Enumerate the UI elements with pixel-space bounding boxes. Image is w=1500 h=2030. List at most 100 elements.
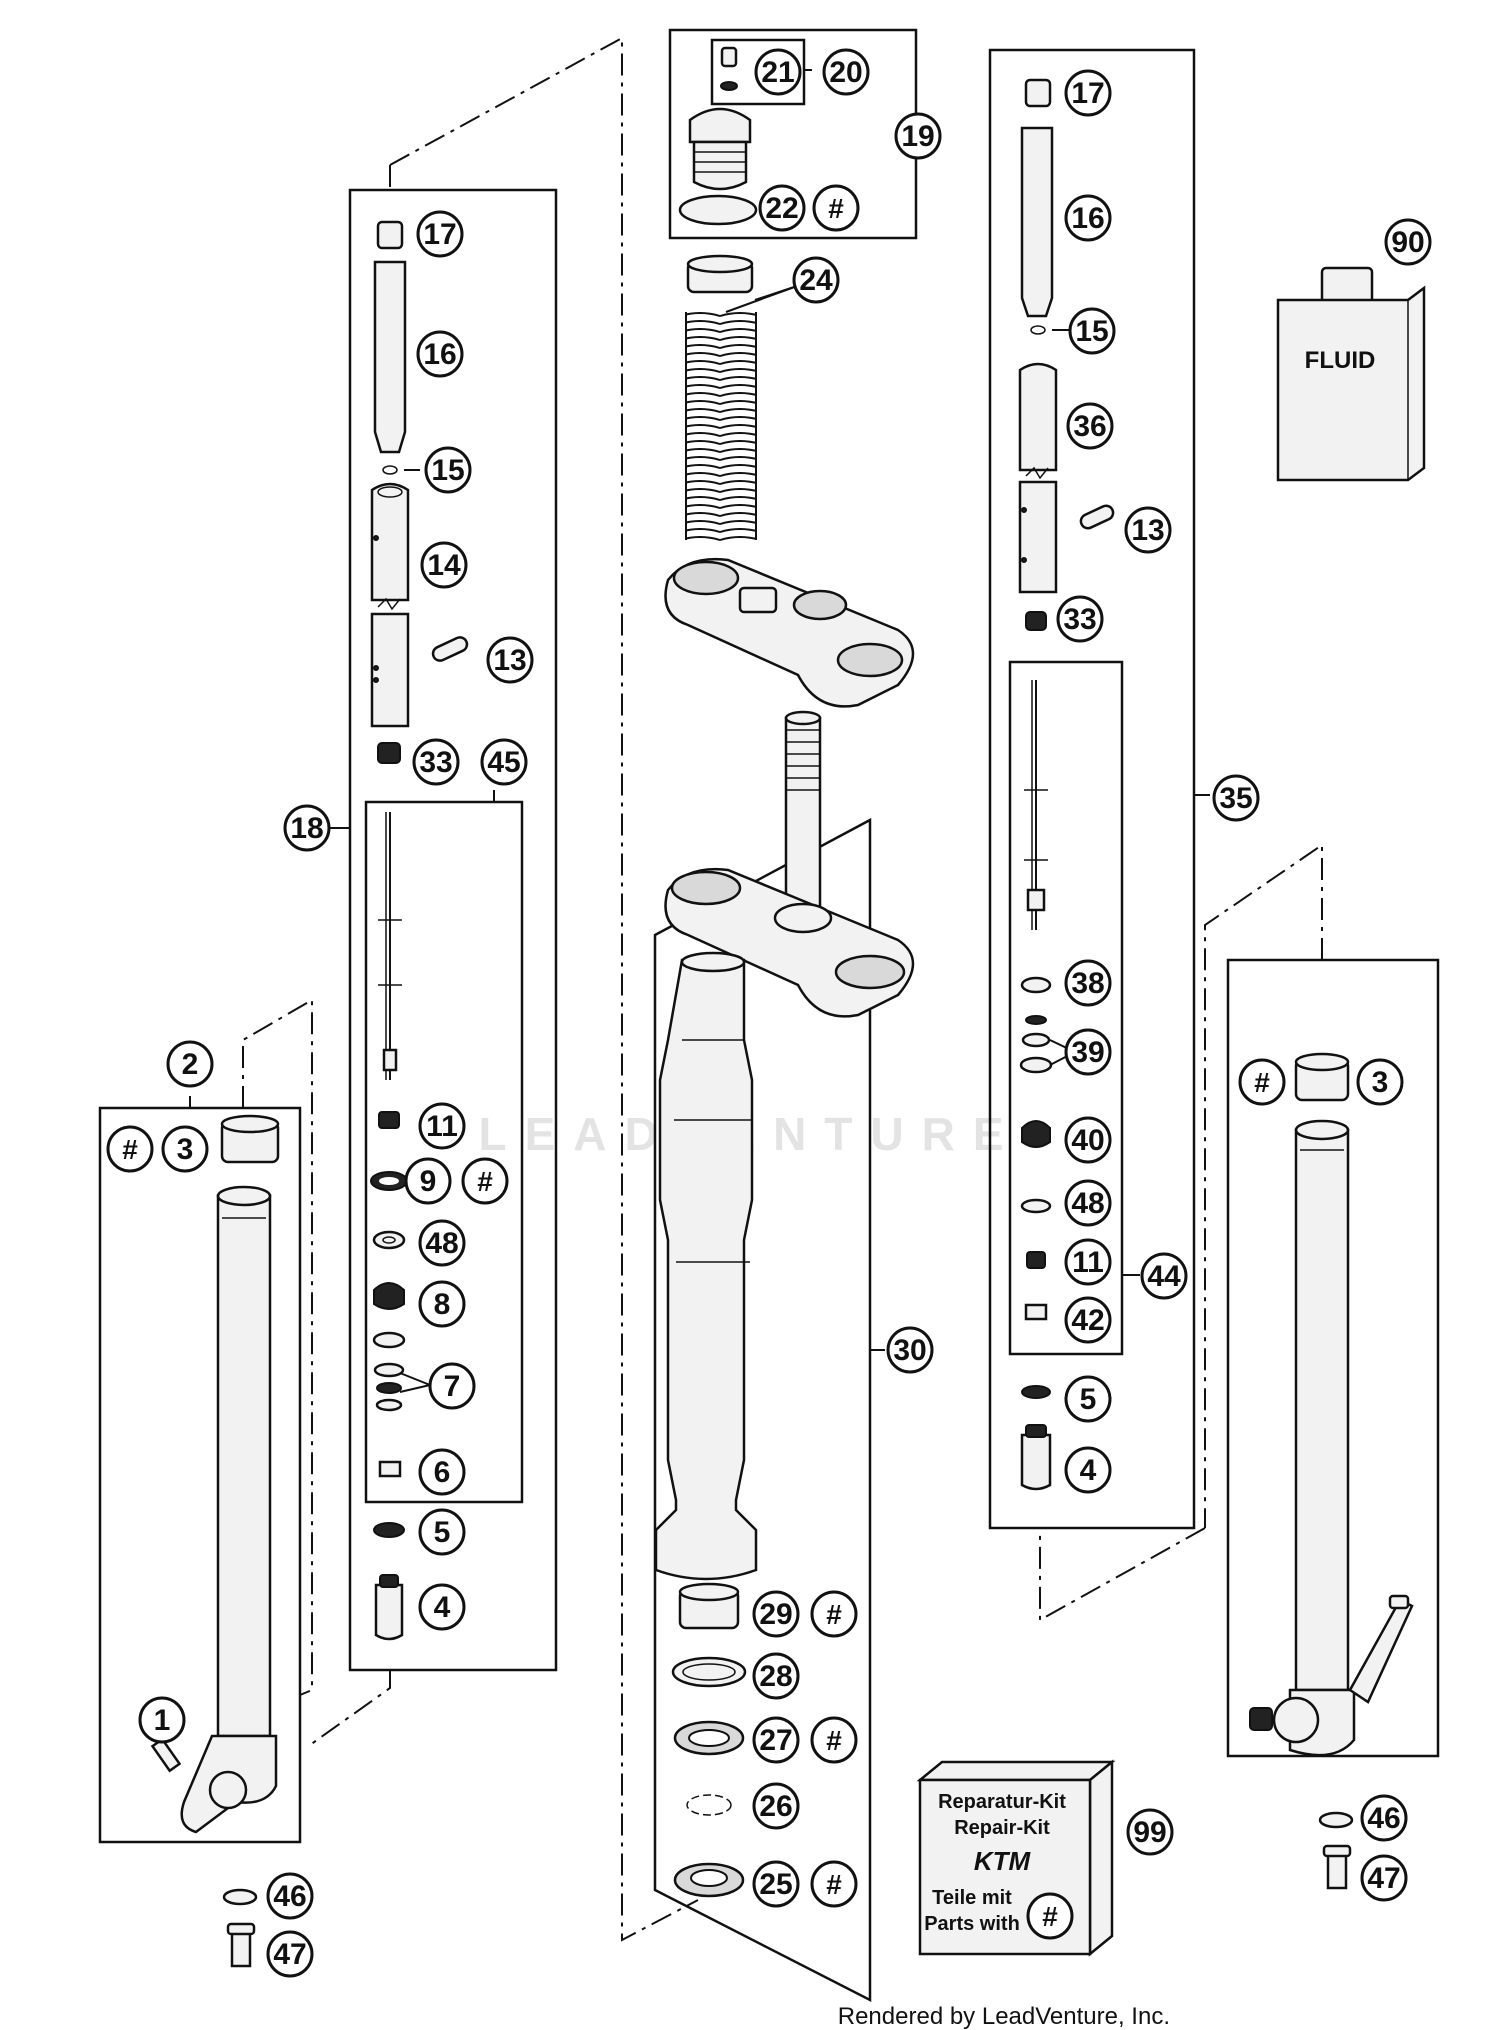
callout-4-label: 4 — [434, 1591, 451, 1624]
callout-21: 21 — [754, 48, 802, 96]
fluid-label: FLUID — [1305, 347, 1376, 374]
callout-35: 35 — [1212, 774, 1260, 822]
hash-marker-1-label: # — [122, 1134, 138, 1165]
callout-3-2-label: 3 — [1372, 1066, 1389, 1099]
callout-17-2: 17 — [1064, 69, 1112, 117]
repair-kit-line3: Teile mit — [932, 1887, 1012, 1909]
hash-marker-6: # — [810, 1860, 858, 1908]
callout-1: 1 — [138, 1696, 186, 1744]
callout-6-label: 6 — [434, 1456, 451, 1489]
callout-24-label: 24 — [799, 264, 833, 297]
callout-16: 16 — [416, 330, 464, 378]
callout-46-label: 46 — [273, 1880, 306, 1913]
callout-15-2: 15 — [1068, 307, 1116, 355]
box-cartridge-45 — [364, 800, 524, 1504]
callout-13-2-label: 13 — [1131, 514, 1164, 547]
callout-16-2: 16 — [1064, 194, 1112, 242]
hash-marker-2: # — [461, 1157, 509, 1205]
left-outer-tube-parts — [150, 1114, 280, 1834]
callout-17-label: 17 — [423, 218, 456, 251]
callout-25-label: 25 — [759, 1868, 792, 1901]
box-right-inner-tube — [988, 48, 1196, 1530]
callout-35-label: 35 — [1219, 782, 1252, 815]
hash-marker-4-label: # — [826, 1599, 842, 1630]
callout-36-label: 36 — [1073, 410, 1106, 443]
callout-33-2: 33 — [1056, 595, 1104, 643]
callout-39-label: 39 — [1071, 1036, 1104, 1069]
callout-19: 19 — [894, 112, 942, 160]
callout-33: 33 — [412, 738, 460, 786]
left-inner-tube-parts — [370, 220, 469, 1641]
callout-47-label: 47 — [273, 1938, 306, 1971]
callout-21-label: 21 — [761, 56, 794, 89]
callout-40: 40 — [1064, 1116, 1112, 1164]
callout-45-label: 45 — [487, 746, 520, 779]
callout-15-label: 15 — [431, 454, 464, 487]
callout-17: 17 — [416, 210, 464, 258]
repair-kit-line4: Parts with — [924, 1913, 1020, 1935]
callout-3-label: 3 — [177, 1133, 194, 1166]
cap-parts — [678, 46, 758, 226]
callout-47: 47 — [266, 1930, 314, 1978]
callout-40-label: 40 — [1071, 1124, 1104, 1157]
callout-5: 5 — [418, 1508, 466, 1556]
callout-45: 45 — [480, 738, 528, 786]
credit-line: Rendered by LeadVenture, Inc. — [838, 2003, 1170, 2030]
callout-24: 24 — [792, 256, 840, 304]
callout-14: 14 — [420, 541, 468, 589]
callout-4: 4 — [418, 1583, 466, 1631]
callout-22-label: 22 — [765, 192, 798, 225]
callout-3-2: 3 — [1356, 1058, 1404, 1106]
callout-19-label: 19 — [901, 120, 934, 153]
callout-9: 9 — [404, 1157, 452, 1205]
callout-27-label: 27 — [759, 1724, 792, 1757]
callout-28-label: 28 — [759, 1660, 792, 1693]
callout-6: 6 — [418, 1448, 466, 1496]
callout-16-2-label: 16 — [1071, 202, 1104, 235]
callout-47-2-label: 47 — [1367, 1862, 1400, 1895]
repair-kit-box: Reparatur-Kit Repair-Kit KTM Teile mit P… — [916, 1759, 1116, 1957]
callout-5-label: 5 — [434, 1516, 451, 1549]
callout-36: 36 — [1066, 402, 1114, 450]
callout-42: 42 — [1064, 1296, 1112, 1344]
spring-parts — [685, 254, 757, 542]
callout-30: 30 — [886, 1326, 934, 1374]
callout-7-label: 7 — [444, 1370, 461, 1403]
callout-99: 99 — [1126, 1808, 1174, 1856]
callout-90-label: 90 — [1391, 226, 1424, 259]
callout-29: 29 — [752, 1590, 800, 1638]
callout-9-label: 9 — [420, 1165, 437, 1198]
callout-16-label: 16 — [423, 338, 456, 371]
hardware-parts — [222, 1811, 1354, 1968]
callout-11-2: 11 — [1064, 1238, 1112, 1286]
callouts: 1233445567891111131314151516161717181920… — [106, 48, 1432, 1978]
callout-48-2-label: 48 — [1071, 1187, 1104, 1220]
callout-38: 38 — [1064, 959, 1112, 1007]
hash-marker-kit: # — [1026, 1892, 1074, 1940]
ktm-logo: KTM — [974, 1846, 1032, 1876]
callout-14-label: 14 — [427, 549, 461, 582]
hash-marker-5: # — [810, 1716, 858, 1764]
fluid-bottle: FLUID — [1276, 266, 1426, 482]
callout-47-2: 47 — [1360, 1854, 1408, 1902]
hash-marker-7: # — [1238, 1058, 1286, 1106]
callout-46-2: 46 — [1360, 1794, 1408, 1842]
box-outer-tube-2 — [98, 1106, 302, 1844]
callout-2-label: 2 — [182, 1048, 199, 1081]
box-left-inner-tube — [348, 188, 558, 1672]
callout-20: 20 — [822, 48, 870, 96]
callout-11-label: 11 — [426, 1110, 458, 1143]
hash-marker-1: # — [106, 1125, 154, 1173]
callout-46: 46 — [266, 1872, 314, 1920]
callout-46-2-label: 46 — [1367, 1802, 1400, 1835]
callout-99-label: 99 — [1133, 1816, 1166, 1849]
callout-27: 27 — [752, 1716, 800, 1764]
callout-26-label: 26 — [759, 1790, 792, 1823]
hash-marker-6-label: # — [826, 1869, 842, 1900]
callout-18: 18 — [283, 804, 331, 852]
callout-4-2: 4 — [1064, 1446, 1112, 1494]
callout-48: 48 — [418, 1219, 466, 1267]
callout-17-2-label: 17 — [1071, 77, 1104, 110]
callout-38-label: 38 — [1071, 967, 1104, 1000]
